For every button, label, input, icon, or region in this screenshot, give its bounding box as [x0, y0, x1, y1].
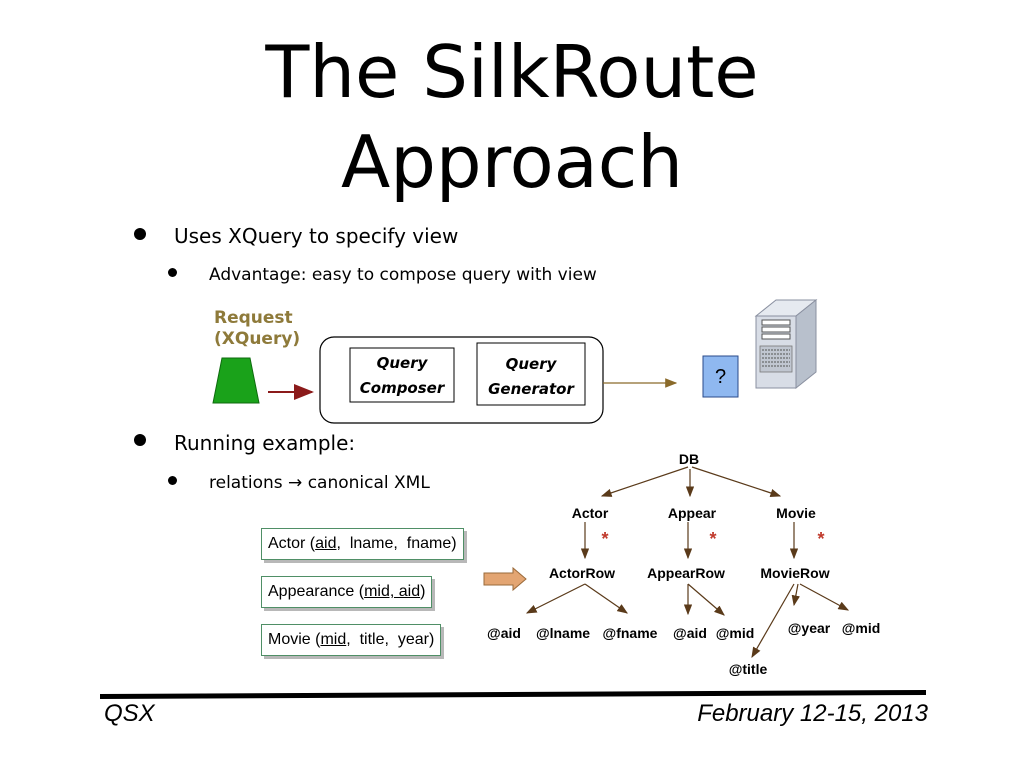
tree-leaf-actor-fname: @fname — [602, 625, 658, 641]
tree-leaf-appear-aid: @aid — [673, 625, 707, 641]
request-shape — [212, 357, 260, 404]
tree-leaf-movie-title: @title — [728, 661, 768, 677]
bullet-uses-xquery: Uses XQuery to specify view — [174, 224, 459, 248]
slide-title-line2: Approach — [340, 120, 684, 204]
relation-movie-attr: title — [359, 631, 385, 648]
query-composer-label-line1: Query — [376, 354, 428, 372]
footer-rule — [100, 690, 926, 699]
bullet-running-example: Running example: — [174, 431, 356, 455]
tree-node-appearrow: AppearRow — [647, 565, 725, 581]
query-generator-box — [476, 342, 586, 406]
bullet-dot — [134, 228, 146, 240]
tree-leaf-movie-year: @year — [787, 620, 831, 636]
bullet-dot — [134, 434, 146, 446]
edge-movierow-year — [791, 583, 800, 607]
edge-movierow-title — [751, 583, 795, 659]
unknown-box — [702, 355, 739, 398]
tree-node-actor: Actor — [571, 505, 609, 521]
edge-db-actor — [600, 466, 689, 497]
tree-leaf-appear-mid: @mid — [715, 625, 755, 641]
tree-node-appear: Appear — [667, 505, 717, 521]
relation-appearance-key: mid, aid — [364, 583, 421, 600]
tree-leaf-actor-lname: @lname — [535, 625, 591, 641]
tree-node-db: DB — [678, 451, 700, 467]
relation-movie: Movie (mid, title, year) — [261, 624, 442, 656]
bullet-advantage: Advantage: easy to compose query with vi… — [209, 265, 597, 285]
request-label-line2: (XQuery) — [214, 329, 301, 349]
tree-node-movierow: MovieRow — [760, 565, 830, 581]
transform-arrow — [483, 566, 527, 592]
edge-actorrow-fname — [584, 583, 628, 614]
edge-movierow-mid — [799, 583, 850, 611]
relation-actor-key: aid — [315, 535, 337, 552]
tree-node-actorrow: ActorRow — [548, 565, 616, 581]
request-label-line1: Request — [214, 308, 293, 328]
bullet-dot — [168, 268, 177, 277]
tree-star-movie: * — [817, 529, 825, 549]
tree-leaf-movie-mid: @mid — [841, 620, 881, 636]
query-generator-label-line2: Generator — [488, 380, 574, 398]
tree-leaf-actor-aid: @aid — [487, 625, 521, 641]
relation-actor-attr: lname — [349, 535, 394, 552]
edge-appearrow-mid — [687, 583, 725, 616]
edge-db-movie — [691, 466, 782, 497]
query-composer-box — [349, 347, 455, 403]
footer-right: February 12-15, 2013 — [697, 700, 928, 727]
slide-title-line1: The SilkRoute — [265, 30, 759, 114]
tree-node-movie: Movie — [776, 505, 816, 521]
unknown-box-label: ? — [714, 366, 727, 388]
tree-star-actor: * — [601, 529, 609, 549]
bullet-dot — [168, 476, 177, 485]
edge-actorrow-aid — [525, 583, 586, 614]
query-generator-label-line1: Query — [505, 355, 557, 373]
query-composer-label-line2: Composer — [359, 379, 445, 397]
relation-appearance-name: Appearance — [268, 583, 355, 600]
relation-actor-attr: fname — [406, 535, 452, 552]
relation-movie-name: Movie — [268, 631, 311, 648]
tree-star-appear: * — [709, 529, 717, 549]
server-icon — [754, 298, 818, 390]
relation-actor-name: Actor — [268, 535, 306, 552]
footer-left: QSX — [104, 700, 155, 727]
bullet-relations-canonical: relations → canonical XML — [209, 473, 430, 493]
relation-movie-attr: year — [397, 631, 429, 648]
relation-actor: Actor (aid, lname, fname) — [261, 528, 464, 560]
relation-movie-key: mid — [320, 631, 347, 648]
relation-appearance: Appearance (mid, aid) — [261, 576, 433, 608]
